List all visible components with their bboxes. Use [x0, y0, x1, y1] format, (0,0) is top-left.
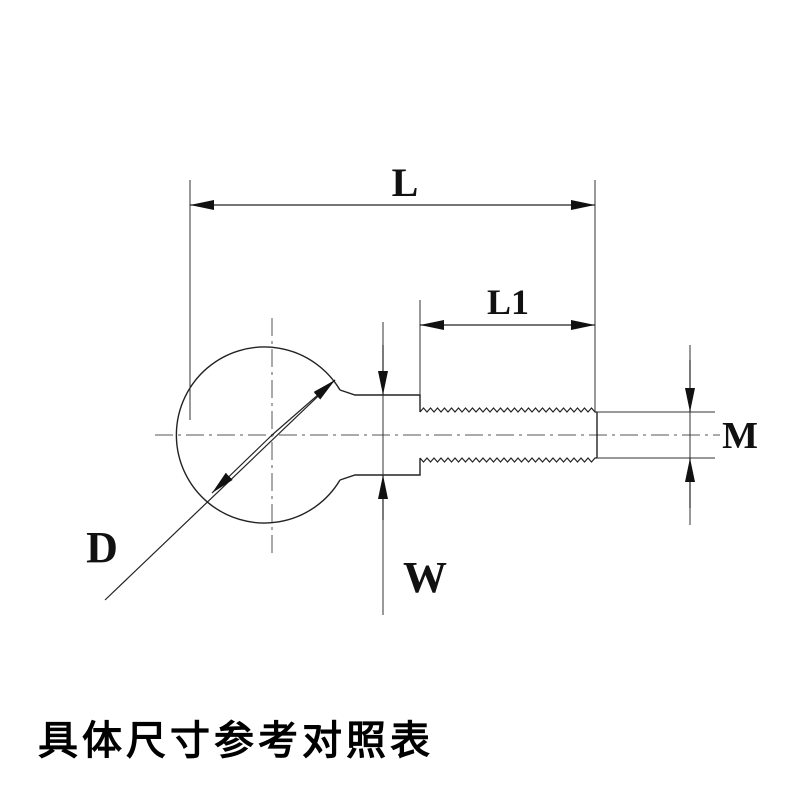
neck-top [339, 389, 421, 412]
label-w: W [403, 553, 447, 602]
dimension-d-arrow-upper [271, 379, 336, 436]
dimension-d-leader [104, 379, 336, 601]
label-l: L [392, 160, 419, 205]
dimension-d-arrow-lower [211, 434, 273, 494]
caption-text: 具体尺寸参考对照表 [38, 718, 434, 764]
thread-top-edge [419, 407, 597, 413]
neck-bottom [339, 458, 421, 481]
label-d: D [86, 523, 118, 572]
threaded-shank [419, 407, 597, 463]
label-l1: L1 [487, 282, 529, 322]
label-m: M [722, 415, 758, 457]
thread-bottom-edge [419, 457, 597, 463]
ball-outline [175, 346, 341, 524]
